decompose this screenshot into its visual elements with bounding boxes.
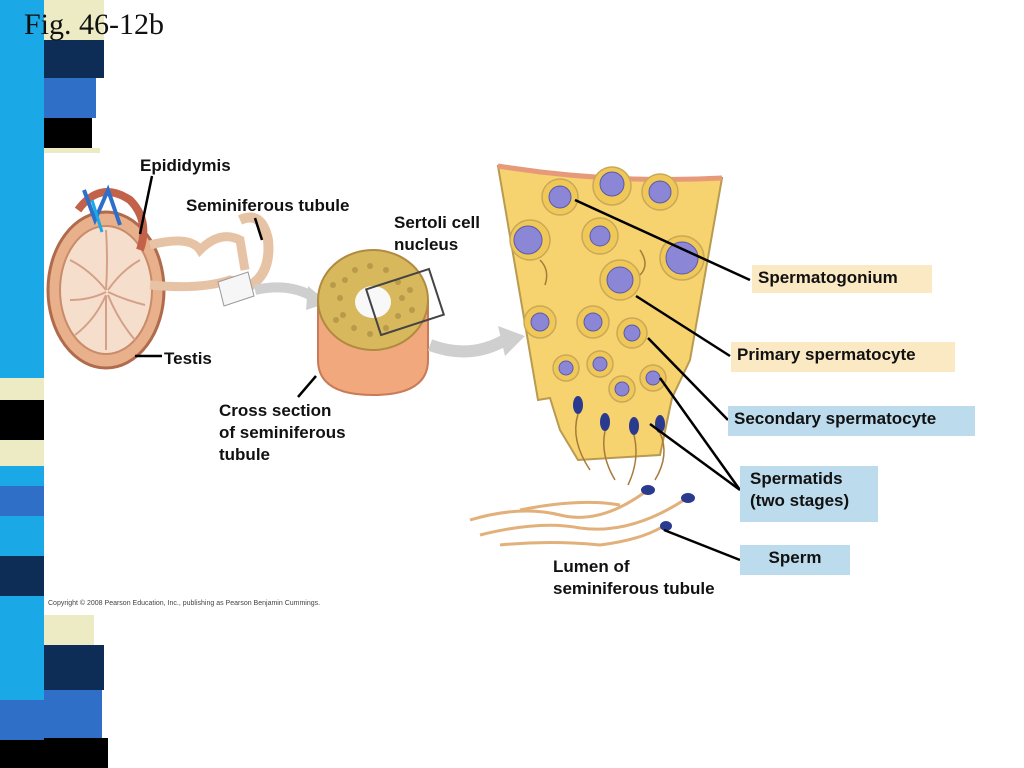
stripe-bands	[0, 0, 108, 768]
copyright-notice: Copyright © 2008 Pearson Education, Inc.…	[48, 600, 321, 607]
free-sperm	[469, 490, 685, 547]
box-secondary-spermatocyte: Secondary spermatocyte	[728, 406, 975, 436]
label-epididymis: Epididymis	[140, 156, 231, 175]
cross-section-drawing	[317, 249, 446, 397]
label-lumen: Lumen of seminiferous tubule	[553, 556, 715, 600]
label-cross-line1: Cross section	[219, 401, 332, 420]
label-sertoli-line2: nucleus	[394, 235, 459, 254]
label-lumen-line2: seminiferous tubule	[553, 579, 715, 598]
label-sertoli-line1: Sertoli cell	[394, 213, 480, 232]
testis-drawing	[46, 184, 274, 370]
decorative-stripe	[0, 0, 120, 768]
label-lumen-line1: Lumen of	[553, 557, 630, 576]
box-spermatids-line2: (two stages)	[750, 491, 850, 510]
box-spermatids-line1: Spermatids	[750, 469, 843, 488]
box-spermatogonium: Spermatogonium	[752, 265, 932, 293]
label-sertoli-nucleus: Sertoli cell nucleus	[394, 212, 480, 256]
enlarged-tubule-section	[496, 163, 724, 486]
label-seminiferous-tubule: Seminiferous tubule	[186, 196, 350, 215]
label-cross-section: Cross section of seminiferous tubule	[219, 400, 346, 466]
leader-lines	[135, 175, 751, 562]
box-primary-spermatocyte: Primary spermatocyte	[731, 342, 955, 372]
label-cross-line3: tubule	[219, 445, 270, 464]
label-testis: Testis	[164, 349, 212, 368]
box-spermatids: Spermatids (two stages)	[740, 466, 878, 522]
figure-title: Fig. 46-12b	[24, 8, 165, 41]
label-cross-line2: of seminiferous	[219, 423, 346, 442]
box-sperm: Sperm	[740, 545, 850, 575]
